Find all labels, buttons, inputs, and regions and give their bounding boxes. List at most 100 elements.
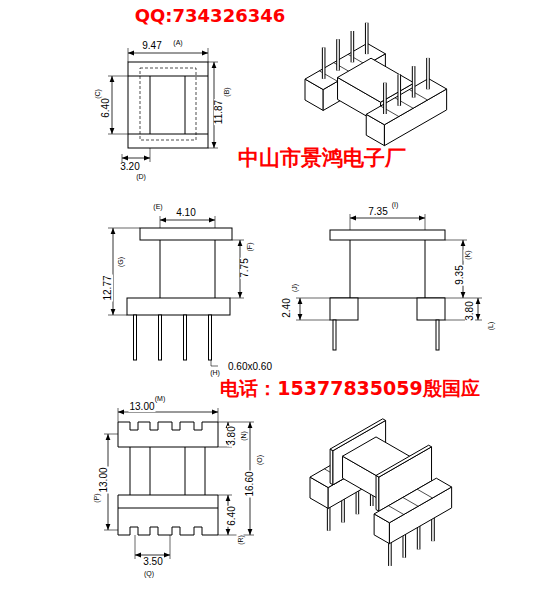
dimension-letter: (R): [237, 534, 244, 546]
pin: [398, 74, 400, 105]
dimension-value: 7.35: [367, 207, 388, 217]
bobbin-face: [376, 445, 432, 477]
dimension-value: 9.35: [455, 264, 465, 285]
dimension-letter: (C): [94, 88, 101, 100]
dimension-line: [135, 555, 170, 556]
pin: [426, 58, 430, 89]
extension-line: [218, 422, 254, 423]
dimension-line: [160, 220, 215, 221]
dimension-value: 3.80: [465, 300, 475, 321]
extension-line: [215, 216, 216, 228]
extension-line: [230, 298, 244, 299]
dimension-value: 7.75: [240, 257, 250, 278]
slot-line: [417, 489, 432, 498]
pin: [351, 31, 355, 62]
extension-line: [445, 320, 482, 321]
extension-line: [135, 535, 136, 559]
extension-line: [170, 535, 171, 559]
flange: [118, 422, 218, 447]
dimension-value: 3.80: [227, 425, 237, 446]
dimension-value: 6.40: [227, 505, 237, 526]
dimension-letter: (L): [487, 321, 494, 332]
pin: [436, 320, 439, 350]
watermark-text: 电话：15377835059殷国应: [219, 379, 480, 398]
extension-line: [150, 148, 151, 162]
dimension-letter: (A): [172, 39, 183, 46]
dimension-letter: (K): [464, 249, 471, 260]
extension-line: [218, 408, 219, 422]
dimension-value: 6.40: [101, 97, 111, 118]
flange: [140, 228, 232, 240]
extension-line: [350, 214, 351, 230]
dimension-letter: (E): [152, 203, 163, 210]
pin: [397, 74, 401, 105]
watermark-text: QQ:734326346: [134, 7, 287, 25]
dimension-value: 0.60x0.60: [227, 362, 273, 372]
extension-line: [211, 366, 218, 367]
dimension-value: 3.20: [119, 162, 140, 172]
extension-line: [445, 240, 467, 241]
pin: [337, 39, 339, 70]
extension-line: [218, 495, 232, 496]
dimension-value: 3.50: [142, 557, 163, 567]
base: [127, 298, 230, 315]
pin: [412, 66, 416, 97]
top-view-outline: [128, 62, 208, 148]
extension-line: [208, 148, 218, 149]
dimension-letter: (B): [223, 86, 230, 97]
dimension-letter: (O): [256, 454, 263, 466]
slot-line: [403, 497, 418, 506]
bobbin-face: [374, 478, 452, 523]
dimension-letter: (D): [135, 173, 147, 180]
dimension-value: 11.87: [214, 99, 224, 125]
pin: [366, 23, 368, 54]
extension-line: [128, 48, 129, 62]
dimension-line: [113, 228, 114, 315]
pin: [159, 315, 162, 360]
dimension-value: 2.40: [282, 297, 292, 318]
dimension-line: [128, 53, 208, 54]
dimension-letter: (M): [154, 395, 167, 402]
flange: [118, 495, 218, 535]
extension-line: [108, 315, 127, 316]
extension-line: [208, 48, 209, 62]
extension-line: [108, 76, 128, 77]
bobbin-face: [366, 79, 446, 125]
dimension-line: [112, 76, 113, 134]
extension-line: [104, 530, 118, 531]
dimension-value: 13.00: [128, 402, 155, 412]
pin: [413, 66, 415, 97]
slot-line: [388, 506, 403, 515]
dimension-letter: (N): [240, 430, 247, 442]
pin: [384, 83, 386, 114]
pin: [365, 23, 369, 54]
extension-line: [425, 214, 426, 230]
dimension-line: [478, 298, 479, 320]
watermark-text: 中山市景鸿电子厂: [237, 148, 407, 169]
dimension-value: 9.47: [141, 41, 162, 51]
dimension-value: 12.77: [103, 274, 113, 301]
dimension-line: [300, 298, 301, 320]
pin: [184, 315, 187, 360]
extension-line: [118, 408, 119, 422]
extension-line: [160, 216, 161, 228]
pin: [323, 47, 325, 78]
pin: [336, 39, 340, 70]
dimension-value: 4.10: [175, 208, 196, 218]
dimension-line: [122, 158, 150, 159]
extension-line: [122, 154, 123, 162]
dimension-letter: (G): [117, 256, 124, 268]
dimension-line: [350, 218, 425, 219]
dimension-value: 16.60: [245, 470, 255, 497]
pin: [333, 320, 336, 350]
base: [330, 298, 358, 320]
pin: [209, 315, 212, 360]
dimension-letter: (F): [246, 242, 253, 253]
pin: [134, 315, 137, 360]
iso-views: [305, 23, 452, 566]
pin: [352, 31, 354, 62]
extension-line: [232, 240, 244, 241]
